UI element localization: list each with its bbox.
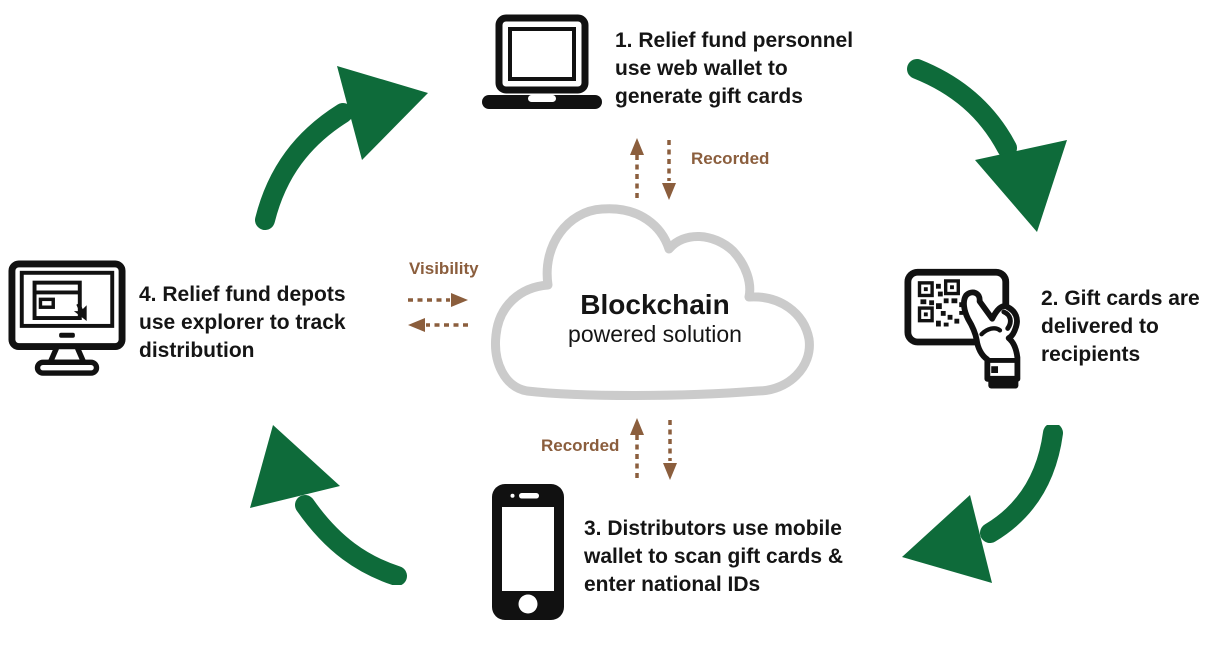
recorded-top-arrows — [630, 138, 676, 200]
step-4-line-3: distribution — [139, 339, 255, 362]
step-1-text: 1. Relief fund personnel use web wallet … — [615, 27, 853, 111]
gift-card-qr-hand-icon — [904, 268, 1021, 389]
step-4-line-2: use explorer to track — [139, 311, 346, 334]
step-1-line-1: 1. Relief fund personnel — [615, 29, 854, 52]
step-4-text: 4. Relief fund depots use explorer to tr… — [139, 281, 346, 365]
step-1-line-3: generate gift cards — [615, 85, 803, 108]
visibility-arrows — [408, 293, 468, 332]
cloud-textbox: Blockchain powered solution — [488, 290, 822, 348]
smartphone-icon — [492, 484, 564, 620]
cycle-arrow-bottom-left — [250, 425, 407, 585]
cloud-title: Blockchain — [580, 289, 730, 320]
recorded-bottom-label: Recorded — [541, 436, 620, 455]
visibility-label: Visibility — [409, 259, 479, 278]
cloud-subtitle: powered solution — [568, 321, 742, 347]
cycle-arrow-bottom-right — [902, 425, 1063, 583]
desktop-monitor-cursor-icon — [8, 260, 126, 376]
step-3-line-2: wallet to scan gift cards & — [584, 545, 844, 568]
step-2-line-1: 2. Gift cards are — [1041, 287, 1200, 310]
step-4-line-1: 4. Relief fund depots — [139, 283, 346, 306]
step-2-line-2: delivered to — [1041, 315, 1159, 338]
recorded-top-label: Recorded — [691, 149, 770, 168]
step-3-text: 3. Distributors use mobile wallet to sca… — [584, 515, 843, 599]
cloud-icon — [491, 204, 814, 400]
cycle-arrow-top-left — [255, 66, 428, 230]
recorded-bottom-arrows — [630, 418, 677, 480]
step-2-line-3: recipients — [1041, 343, 1141, 366]
cycle-arrow-top-right — [907, 59, 1067, 232]
step-3-line-1: 3. Distributors use mobile — [584, 517, 842, 540]
laptop-icon — [482, 14, 602, 109]
step-1-line-2: use web wallet to — [615, 57, 788, 80]
step-2-text: 2. Gift cards are delivered to recipient… — [1041, 285, 1200, 369]
qr-code — [917, 279, 964, 327]
step-3-line-3: enter national IDs — [584, 573, 761, 596]
